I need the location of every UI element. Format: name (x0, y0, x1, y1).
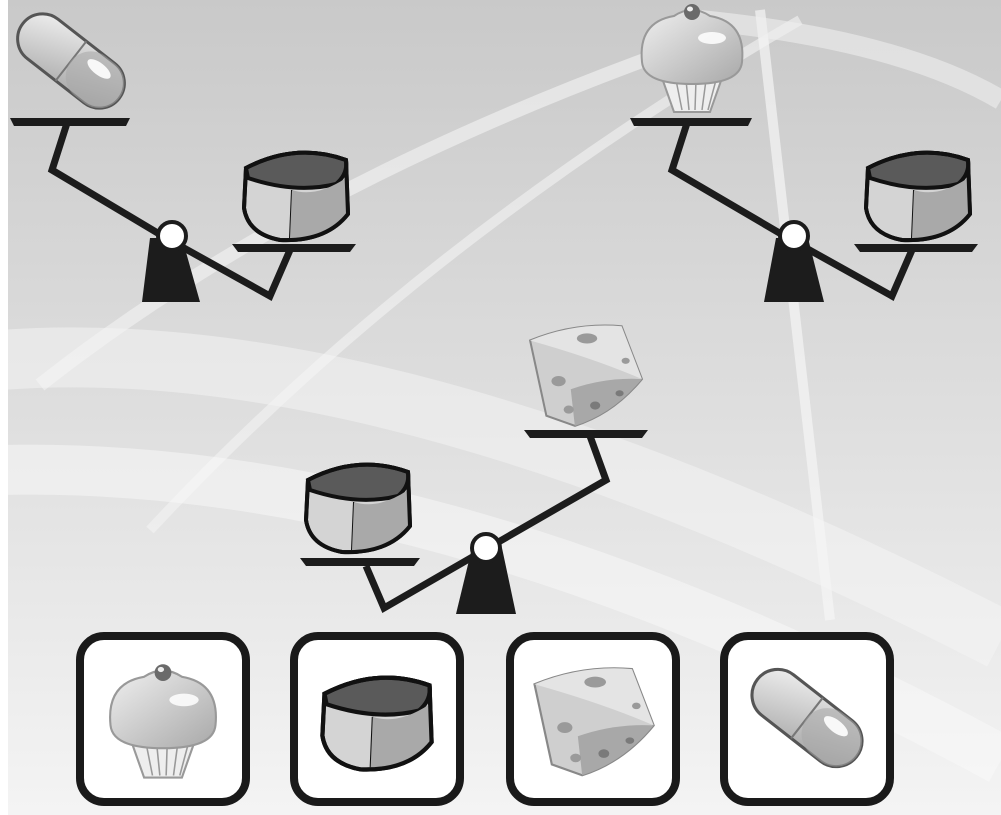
answer-options (76, 632, 894, 806)
cube-item (864, 150, 972, 243)
cube-item (304, 462, 412, 555)
cube-item (242, 150, 350, 243)
balance-scale-1 (6, 6, 356, 302)
balance-scale-3 (300, 324, 648, 614)
answer-option-cube[interactable] (290, 632, 464, 806)
cube-icon (322, 678, 431, 770)
answer-option-cheese[interactable] (506, 632, 680, 806)
answer-option-pill[interactable] (720, 632, 894, 806)
answer-option-cupcake[interactable] (76, 632, 250, 806)
balance-scale-2 (630, 2, 978, 302)
